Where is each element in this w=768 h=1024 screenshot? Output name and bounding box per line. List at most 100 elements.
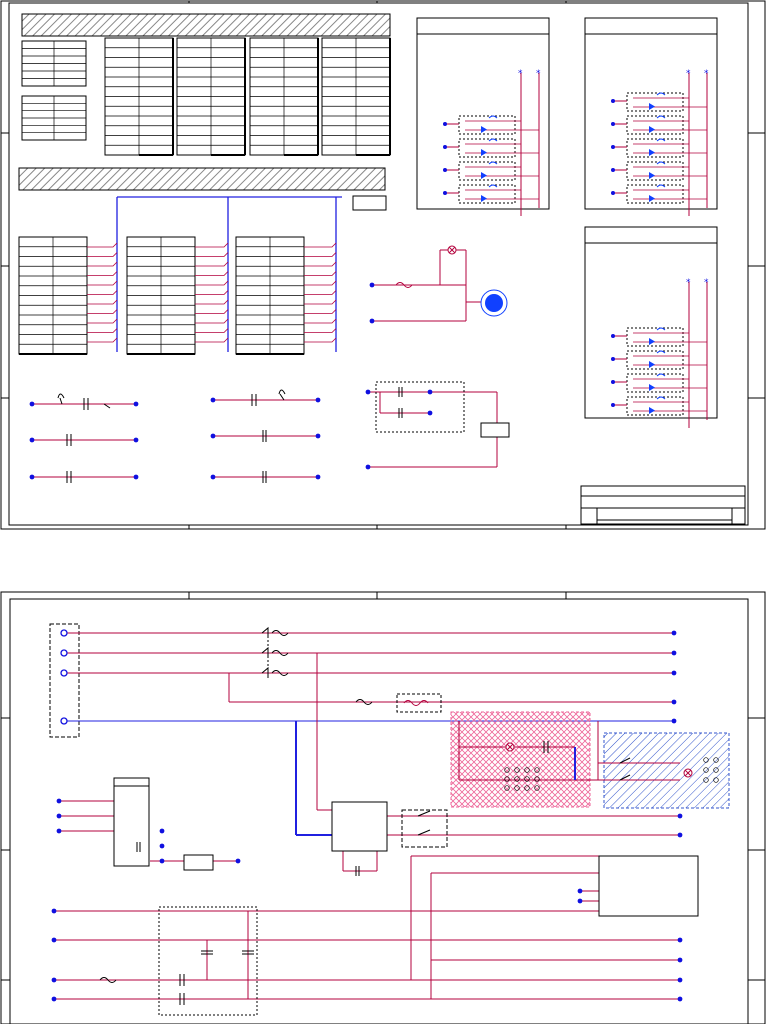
fan-wire	[87, 328, 118, 333]
connector-table	[126, 236, 196, 355]
switch-icon	[488, 115, 498, 119]
relay-coil-icon	[480, 422, 510, 438]
switch-icon	[57, 389, 286, 409]
pin	[713, 757, 719, 763]
terminal-node-icon	[159, 828, 165, 834]
relay-group-box	[375, 381, 465, 433]
fan-wire	[87, 271, 118, 276]
terminal-node-icon	[365, 389, 371, 395]
switch-icon	[656, 373, 666, 377]
pin	[713, 777, 719, 783]
fan-wire	[195, 337, 229, 343]
terminal-node-icon	[443, 168, 447, 172]
terminal-node-icon	[56, 798, 62, 804]
capacitor-icon	[66, 387, 403, 483]
lamp-icon	[447, 245, 457, 255]
diode-panel: **	[584, 226, 718, 428]
pin	[703, 767, 709, 773]
resistor-icon	[183, 854, 214, 871]
terminal-node-icon	[427, 389, 433, 395]
terminal-node-icon	[671, 670, 677, 676]
border-ticks	[1, 592, 765, 981]
diode-cell	[626, 161, 684, 181]
terminal-node-icon	[60, 629, 68, 637]
terminal-node-icon	[369, 318, 375, 324]
bus-label-box	[352, 195, 387, 211]
switch-pair-box	[401, 809, 448, 848]
connector-table	[18, 236, 88, 355]
fan-wire	[195, 328, 229, 333]
connector-tables	[18, 37, 391, 355]
switch-icon	[656, 396, 666, 400]
fan-wire	[87, 252, 118, 257]
fan-wire	[87, 242, 118, 248]
pin	[524, 785, 530, 791]
fan-wire	[304, 337, 337, 343]
middle-hatched-header	[18, 167, 386, 191]
terminal-node-icon	[577, 898, 583, 904]
terminal-node-icon	[427, 410, 433, 416]
connector-table	[104, 37, 174, 156]
switch-icon	[656, 161, 666, 165]
terminal-node-icon	[56, 828, 62, 834]
legend-table	[21, 95, 87, 141]
fan-wire	[304, 261, 337, 267]
terminal-node-icon	[29, 401, 35, 407]
switch-icon	[656, 115, 666, 119]
fan-wire	[304, 299, 337, 305]
fan-wire	[87, 290, 118, 295]
pin	[713, 767, 719, 773]
fan-wire	[87, 280, 118, 286]
fan-wire	[195, 309, 229, 314]
terminal-node-icon	[677, 957, 683, 963]
terminal-node-icon	[51, 977, 57, 983]
lamp-icon	[505, 742, 693, 778]
diode-panels: ******	[416, 17, 718, 428]
diode-panel: **	[584, 17, 718, 216]
sheet-outer-border	[0, 591, 766, 1024]
terminal-node-icon	[51, 937, 57, 943]
diode-icon	[649, 195, 655, 202]
fan-wire	[195, 280, 229, 286]
terminal-node-icon	[671, 699, 677, 705]
connector-table	[321, 37, 391, 156]
diode-icon	[649, 407, 655, 414]
switch-icon	[656, 184, 666, 188]
capacitor-icon	[136, 741, 549, 1005]
terminal-node-icon	[611, 145, 615, 149]
switch-icon	[488, 184, 498, 188]
terminal-node-icon	[443, 122, 447, 126]
terminal-node-icon	[677, 813, 683, 819]
fuse-box	[396, 693, 442, 713]
switch-icon	[488, 138, 498, 142]
pink-hatched-region	[450, 711, 591, 808]
lower-left-circuits	[32, 391, 498, 478]
diode-icon	[649, 172, 655, 179]
legend-table	[21, 40, 87, 87]
diode-cell	[626, 350, 684, 370]
terminal-node-icon	[611, 380, 615, 384]
terminal-node-icon	[315, 397, 321, 403]
terminal-node-icon	[133, 474, 139, 480]
svg-text:*: *	[686, 69, 691, 79]
switch-icon	[99, 626, 631, 983]
fan-out-wires	[87, 242, 337, 343]
fuse-icon	[395, 282, 413, 288]
sheet-inner-border	[9, 598, 749, 1024]
terminal-nodes-upper	[29, 282, 433, 480]
switch-icon	[656, 138, 666, 142]
pink-region-wiring	[458, 721, 680, 781]
terminal-node-icon	[60, 669, 68, 677]
terminal-node-icon	[51, 908, 57, 914]
sheet-outer-border	[0, 0, 766, 530]
svg-text:*: *	[686, 278, 691, 288]
switch-icon	[656, 327, 666, 331]
pin	[534, 776, 540, 782]
fan-wire	[304, 252, 337, 257]
title-block	[580, 485, 746, 525]
fan-wire	[304, 242, 337, 248]
fan-wire	[87, 299, 118, 305]
terminal-node-icon	[611, 403, 615, 407]
pin	[504, 776, 510, 782]
